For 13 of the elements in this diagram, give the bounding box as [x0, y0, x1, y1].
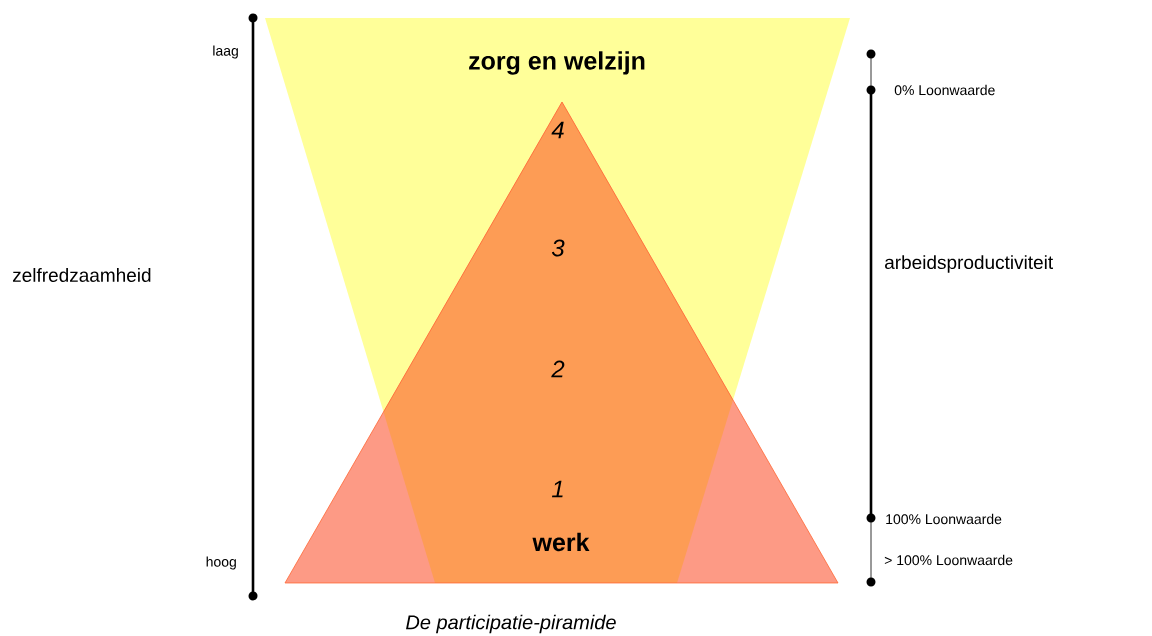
- level-number: 3: [551, 239, 565, 257]
- caption: De participatie-piramide: [406, 614, 616, 634]
- axis-label: > 100% Loonwaarde: [884, 554, 1013, 566]
- axis-label: hoog: [206, 556, 236, 570]
- level-number: 4: [551, 121, 564, 139]
- axis-label: 100% Loonwaarde: [886, 513, 1002, 525]
- level-label: werk: [532, 532, 590, 552]
- axis-label: zelfredzaamheid: [13, 268, 151, 282]
- axis-label: laag: [213, 45, 238, 59]
- axis-label: arbeidsproductiviteit: [885, 255, 1053, 273]
- level-number: 1: [551, 480, 563, 498]
- axis-label: 0% Loonwaarde: [894, 84, 995, 96]
- level-number: 2: [551, 360, 565, 378]
